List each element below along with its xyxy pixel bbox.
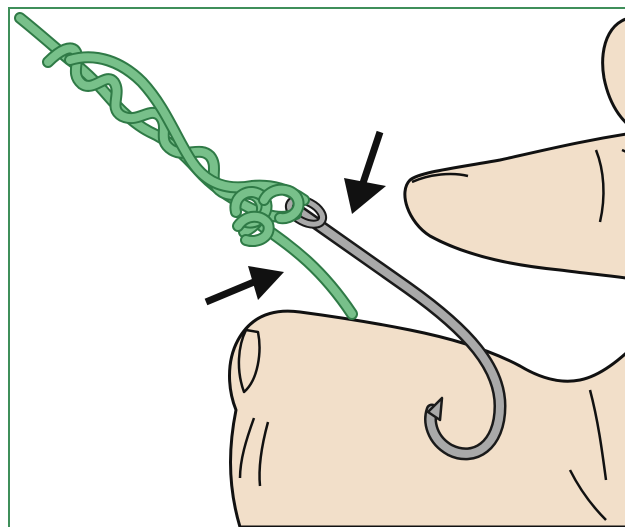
knot-diagram-frame [0,0,625,527]
knot-diagram [0,0,625,527]
